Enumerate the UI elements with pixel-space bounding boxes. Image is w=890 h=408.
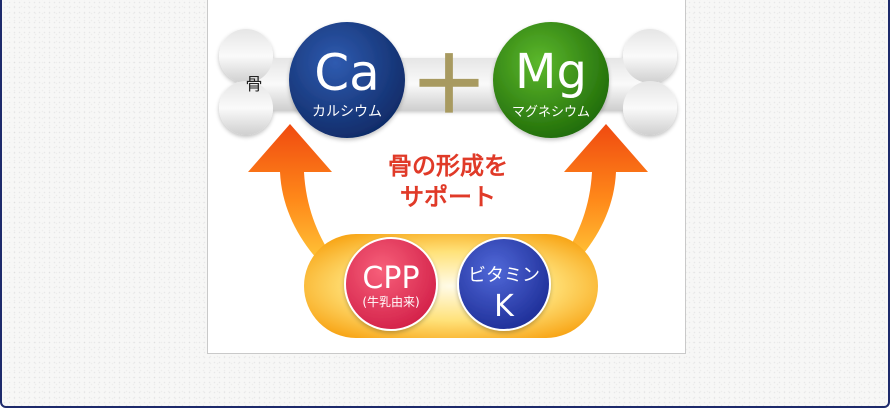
- cpp-title: CPP: [362, 261, 419, 296]
- vitamin-k-line2: K: [494, 289, 515, 324]
- left-arrow-icon: [248, 124, 336, 278]
- diagram-panel: 骨 ＋ Ca カルシウム Mg マグネシウム 骨の形成を サポート: [207, 0, 686, 354]
- vitamin-k-circle: [457, 237, 551, 331]
- support-text-line2: サポート: [400, 183, 496, 211]
- cpp-circle: [344, 237, 438, 331]
- calcium-symbol: Ca: [314, 44, 380, 102]
- calcium-circle: [289, 22, 405, 138]
- cpp-subtitle: (牛乳由来): [362, 294, 419, 309]
- support-text-line1: 骨の形成を: [388, 152, 508, 180]
- diagram-svg: 骨 ＋ Ca カルシウム Mg マグネシウム 骨の形成を サポート: [219, 22, 677, 338]
- vitamin-k-line1: ビタミン: [468, 265, 540, 286]
- magnesium-circle: [493, 22, 609, 138]
- calcium-name: カルシウム: [312, 104, 382, 120]
- magnesium-symbol: Mg: [515, 44, 587, 100]
- plus-sign: ＋: [410, 41, 488, 131]
- right-arrow-icon: [560, 124, 648, 278]
- magnesium-name: マグネシウム: [512, 105, 590, 120]
- bone-label: 骨: [246, 75, 263, 95]
